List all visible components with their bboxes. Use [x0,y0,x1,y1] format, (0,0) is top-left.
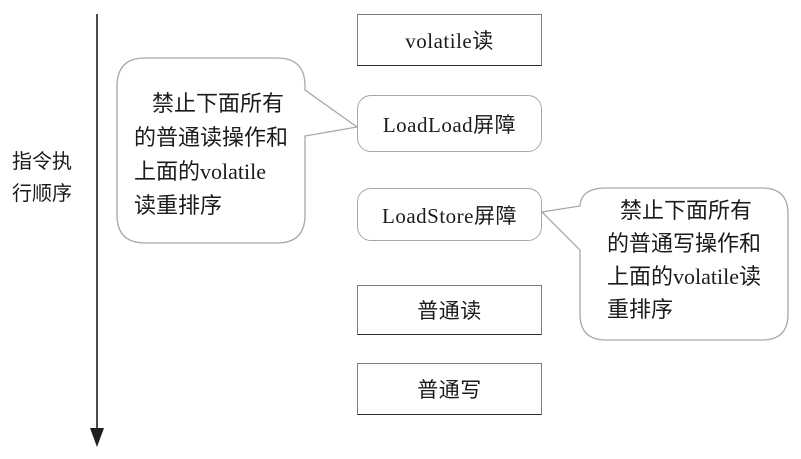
callout-left-line1: 禁止下面所有 [152,91,285,116]
instruction-order-arrow [90,14,104,447]
box-loadstore-barrier-label: LoadStore屏障 [382,203,517,228]
callout-right-line4: 重排序 [607,297,674,322]
callout-right-line3: 上面的volatile读 [607,264,761,289]
box-normal-write-label: 普通写 [417,378,482,402]
callout-right-text: 禁止下面所有 的普通写操作和 上面的volatile读 重排序 [607,194,787,326]
callout-left-line3: 上面的volatile [134,159,266,184]
callout-left-line2: 的普通读操作和 [134,125,289,150]
box-volatile-read: volatile读 [357,14,542,66]
box-loadload-barrier-label: LoadLoad屏障 [382,112,517,137]
down-arrowhead-icon [90,428,104,447]
box-normal-read: 普通读 [357,285,542,335]
execution-order-label-line2: 行顺序 [12,183,72,205]
callout-right-line1: 禁止下面所有 [620,198,753,223]
execution-order-label-line1: 指令执 [12,151,72,173]
box-loadload-barrier: LoadLoad屏障 [357,95,542,152]
callout-left-text: 禁止下面所有 的普通读操作和 上面的volatile 读重排序 [134,87,302,223]
box-loadstore-barrier: LoadStore屏障 [357,188,542,241]
box-volatile-read-label: volatile读 [405,29,494,53]
box-normal-write: 普通写 [357,363,542,415]
box-normal-read-label: 普通读 [417,299,482,323]
callout-left-line4: 读重排序 [134,193,223,218]
execution-order-label: 指令执 行顺序 [12,146,72,210]
callout-right-line2: 的普通写操作和 [607,231,762,256]
